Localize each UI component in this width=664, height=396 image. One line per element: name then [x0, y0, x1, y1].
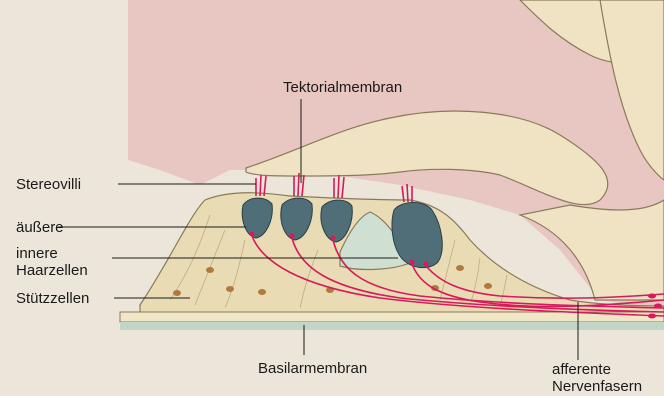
- outer-hair-cells: [242, 198, 352, 242]
- label-basilar-membrane: Basilarmembran: [258, 360, 367, 377]
- basilar-membrane: [120, 312, 664, 322]
- label-tectorial-membrane: Tektorialmembran: [283, 79, 402, 96]
- label-afferent-line1: afferente: [552, 361, 611, 378]
- label-inner-hair-cells-line2: Haarzellen: [16, 262, 88, 279]
- label-stereovilli: Stereovilli: [16, 176, 81, 193]
- label-outer-hair-cells: äußere: [16, 219, 64, 236]
- label-support-cells: Stützzellen: [16, 290, 89, 307]
- label-inner-hair-cells-line1: innere: [16, 245, 58, 262]
- label-afferent-line2: Nervenfasern: [552, 378, 642, 395]
- lower-fluid-region: [120, 322, 664, 330]
